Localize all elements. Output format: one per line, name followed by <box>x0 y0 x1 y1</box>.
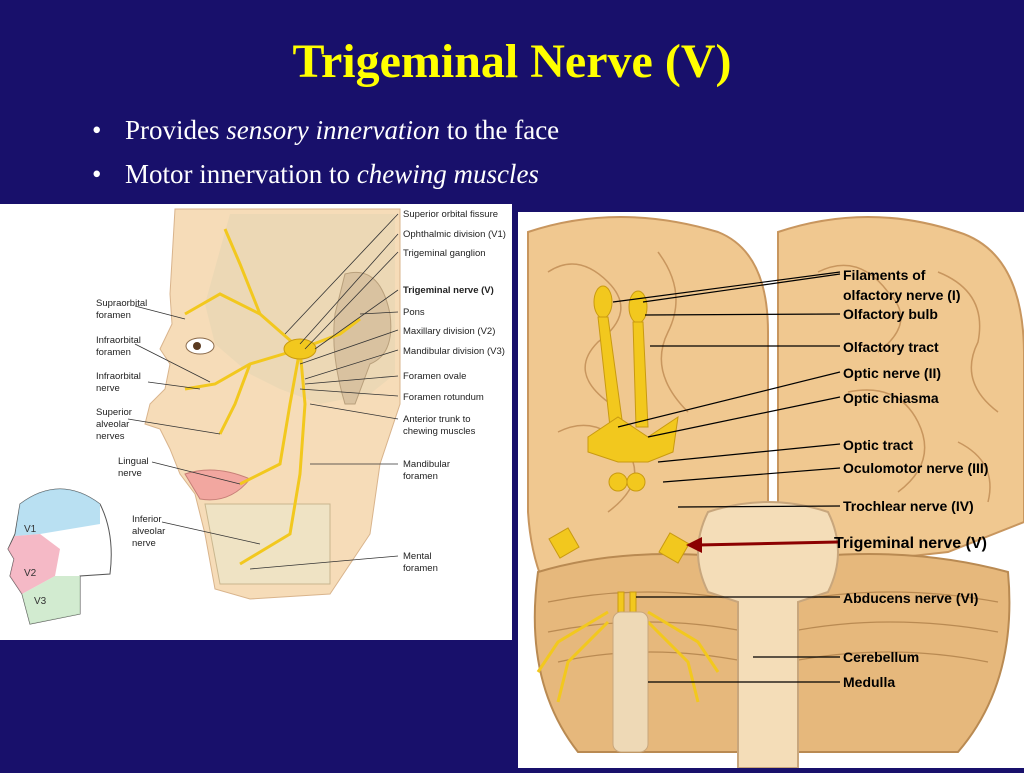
face-label: Lingual <box>118 456 149 467</box>
face-leader-lines-left <box>127 305 261 545</box>
face-label: nerve <box>96 383 120 394</box>
face-label: foramen <box>96 347 131 358</box>
bullet-emphasis: sensory innervation <box>226 115 440 145</box>
face-label: Superior <box>96 407 132 418</box>
face-leader-lines <box>249 213 399 570</box>
face-label: alveolar <box>132 526 165 537</box>
lower-cranial-nerves <box>536 610 720 703</box>
eye-pupil <box>193 342 201 350</box>
v1-region <box>15 489 100 536</box>
trigeminal-arrow-line <box>697 540 839 547</box>
face-label: Infraorbital <box>96 335 141 346</box>
trigeminal-ganglion <box>283 338 317 360</box>
bullet-item: • Provides sensory innervation to the fac… <box>92 108 559 152</box>
face-diagram-panel: Superior orbital fissure Ophthalmic divi… <box>0 204 512 640</box>
face-label: Foramen ovale <box>403 371 466 382</box>
face-label: nerve <box>118 468 142 479</box>
dermatome-inset: V1 V2 V3 <box>0 480 125 640</box>
face-diagram: Superior orbital fissure Ophthalmic divi… <box>0 208 506 640</box>
face-label: Superior orbital fissure <box>403 209 498 220</box>
face-label: chewing muscles <box>403 426 476 437</box>
trigeminal-arrow-head <box>686 537 702 553</box>
face-label: Foramen rotundum <box>403 392 484 403</box>
brainstem <box>697 501 839 769</box>
face-label: nerve <box>132 538 156 549</box>
jaw-bone <box>204 503 331 585</box>
face-label: foramen <box>96 310 131 321</box>
face-label: foramen <box>403 563 438 574</box>
face-label: Mandibular <box>403 459 450 470</box>
face-label: Anterior trunk to <box>403 414 471 425</box>
mammillary-body <box>608 472 628 492</box>
inset-label: V1 <box>24 524 37 535</box>
bullet-marker: • <box>92 159 102 189</box>
medulla <box>612 611 649 753</box>
bullet-text: Motor innervation to <box>125 159 357 189</box>
face-label: Infraorbital <box>96 371 141 382</box>
brain-diagram-panel <box>518 212 1024 769</box>
bullet-text: to the face <box>439 115 560 145</box>
slide-title: Trigeminal Nerve (V) <box>292 35 732 88</box>
face-label: Mental <box>403 551 432 562</box>
face-label: Mandibular division (V3) <box>403 346 505 357</box>
brain-leader-lines <box>612 271 841 683</box>
inset-label: V3 <box>34 596 47 607</box>
bullet-marker: • <box>92 115 102 145</box>
bullet-list: • Provides sensory innervation to the fac… <box>92 108 559 196</box>
face-label: Trigeminal ganglion <box>403 248 486 259</box>
face-label: Maxillary division (V2) <box>403 326 495 337</box>
inset-label: V2 <box>24 568 37 579</box>
v2-region <box>8 534 60 594</box>
face-label: Trigeminal nerve (V) <box>403 285 494 296</box>
olfactory-structures <box>593 285 649 428</box>
face-label: alveolar <box>96 419 129 430</box>
face-label: Supraorbital <box>96 298 147 309</box>
face-label: Inferior <box>132 514 162 525</box>
mammillary-body <box>626 472 646 492</box>
brain-diagram <box>527 216 1024 769</box>
optic-chiasma <box>587 415 679 463</box>
face-label: Ophthalmic division (V1) <box>403 229 506 240</box>
bullet-text: Provides <box>125 115 227 145</box>
bullet-emphasis: chewing muscles <box>356 159 539 189</box>
bullet-item: • Motor innervation to chewing muscles <box>92 152 559 196</box>
face-label: foramen <box>403 471 438 482</box>
v3-region <box>22 576 80 624</box>
face-label: Pons <box>403 307 425 318</box>
face-label: nerves <box>96 431 125 442</box>
